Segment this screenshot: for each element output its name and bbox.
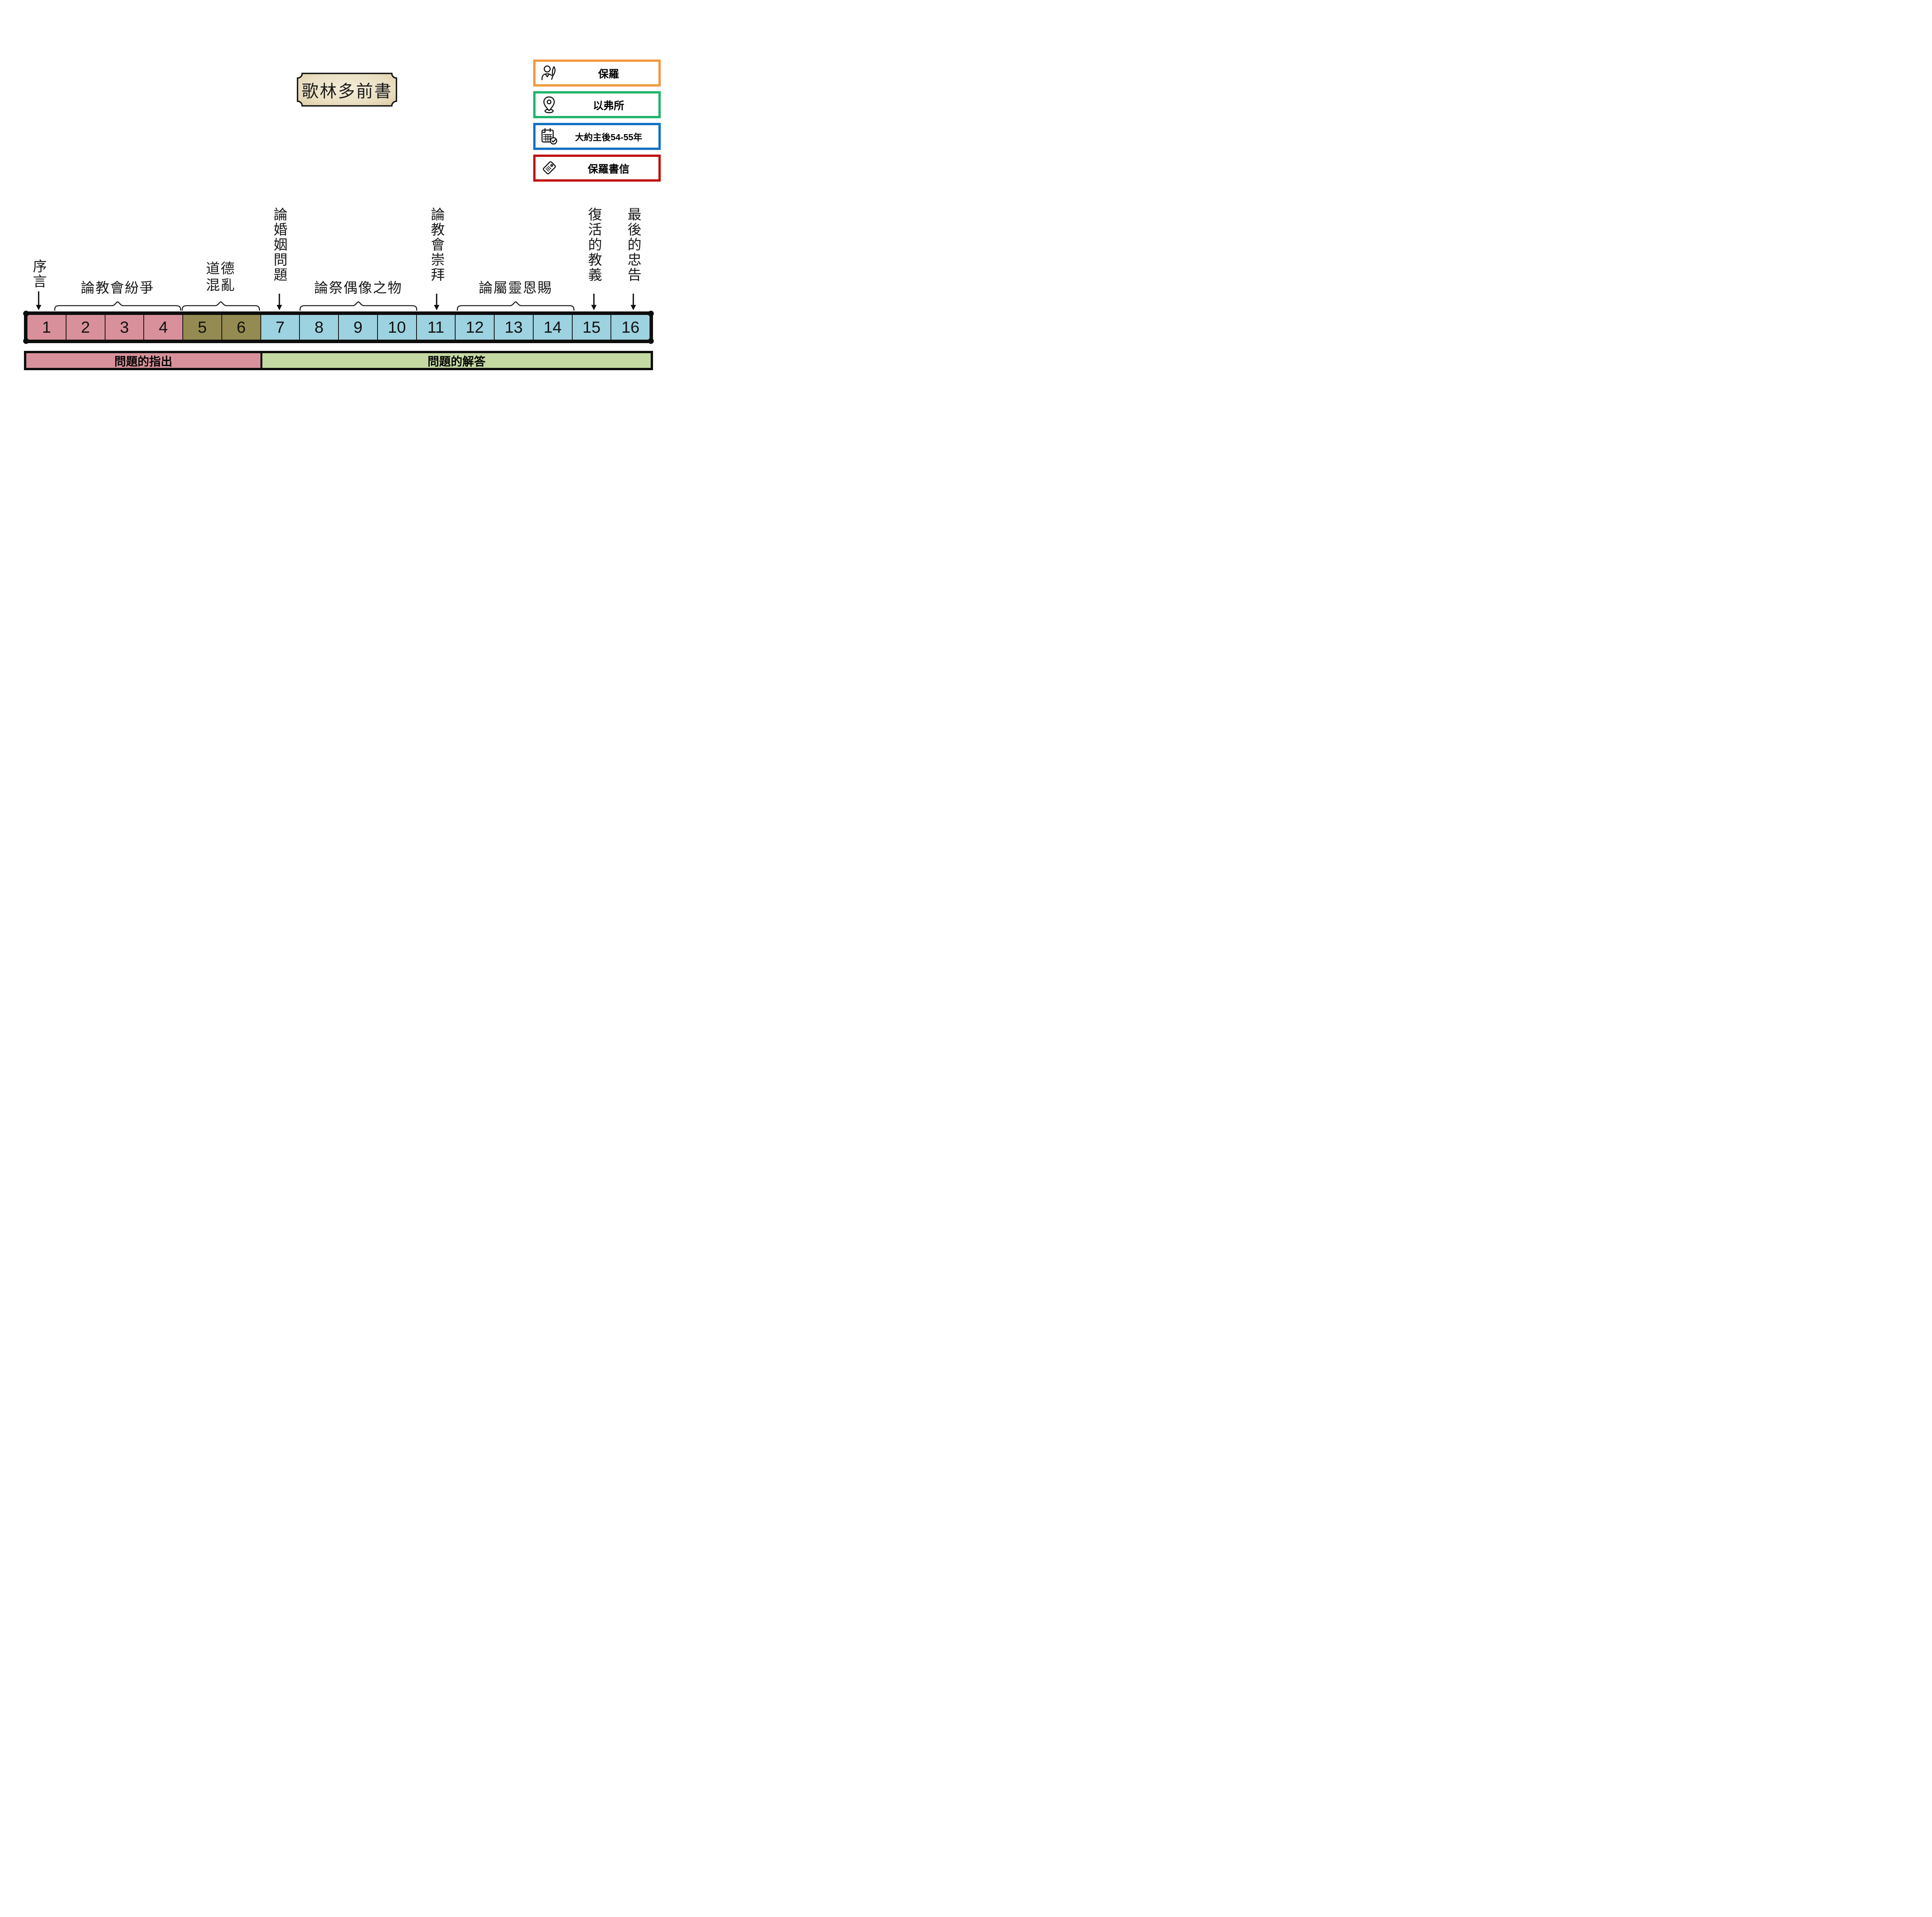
location-pin-icon	[540, 96, 558, 114]
author-quill-icon	[540, 64, 558, 82]
info-card-location: 以弗所	[533, 91, 661, 118]
label-resurrection: 復活的教義	[586, 207, 602, 282]
info-card-label: 大約主後54-55年	[575, 132, 642, 142]
chapter-cell: 6	[222, 315, 261, 340]
label-church-disputes: 論教會紛爭	[80, 280, 155, 296]
plaque-shape-icon	[297, 73, 397, 107]
chapter-cell: 3	[105, 315, 145, 340]
info-card-date: 大約主後54-55年	[533, 123, 661, 150]
info-card-label: 保羅書信	[588, 163, 629, 175]
chapter-cell: 7	[261, 315, 300, 340]
chapter-cell: 12	[456, 315, 495, 340]
label-spiritual-gifts: 論屬靈恩賜	[478, 280, 553, 296]
timeline-endcap-dot	[648, 311, 654, 316]
chapter-cell: 1	[27, 315, 66, 340]
chapter-cell: 8	[300, 315, 339, 340]
chapter-cell: 15	[572, 315, 612, 340]
label-preface: 序言	[31, 259, 47, 289]
timeline-endcap-dot	[23, 338, 29, 344]
chapter-cell: 2	[66, 315, 105, 340]
arrow-down-icon	[590, 294, 598, 313]
page-title: 歌林多前書	[301, 82, 393, 101]
info-card-category: 保羅書信	[533, 155, 661, 182]
label-church-worship: 論教會崇拜	[429, 207, 445, 282]
calendar-check-icon	[540, 128, 558, 145]
summary-problems-pointed-out: 問題的指出	[26, 353, 262, 368]
chapter-cell: 4	[144, 315, 183, 340]
chapter-cell: 16	[611, 315, 650, 340]
chapter-timeline: 1 2 3 4 5 6 7 8 9 10 11 12 13 14 15 16	[23, 311, 654, 344]
timeline-endcap-dot	[648, 338, 654, 344]
info-card-label: 保羅	[598, 68, 619, 80]
chapter-cell: 14	[533, 315, 573, 340]
arrow-down-icon	[433, 294, 440, 313]
title-plaque: 歌林多前書	[297, 73, 397, 107]
tag-icon	[540, 159, 558, 177]
info-card-author: 保羅	[533, 60, 661, 87]
arrow-down-icon	[629, 294, 637, 313]
chapter-cell: 11	[417, 315, 456, 340]
chapter-cell: 9	[339, 315, 378, 340]
label-final-advice: 最後的忠告	[626, 207, 642, 282]
info-card-label: 以弗所	[593, 100, 624, 112]
brace-icon	[182, 301, 260, 311]
arrow-down-icon	[35, 291, 43, 313]
arrow-down-icon	[276, 294, 283, 313]
chapter-cell: 5	[183, 315, 222, 340]
summary-bar: 問題的指出 問題的解答	[24, 351, 653, 370]
timeline-endcap-dot	[23, 311, 29, 316]
label-idol-offerings: 論祭偶像之物	[314, 280, 403, 296]
summary-problems-answered: 問題的解答	[262, 353, 651, 368]
brace-icon	[54, 301, 181, 311]
brace-icon	[299, 301, 417, 311]
diagram-canvas: 歌林多前書 保羅 以弗所	[0, 0, 678, 479]
chapter-cell: 13	[495, 315, 534, 340]
label-marriage: 論婚姻問題	[272, 207, 288, 282]
brace-icon	[457, 301, 575, 311]
chapter-cell: 10	[378, 315, 417, 340]
label-moral-chaos: 道德混亂	[206, 260, 235, 293]
